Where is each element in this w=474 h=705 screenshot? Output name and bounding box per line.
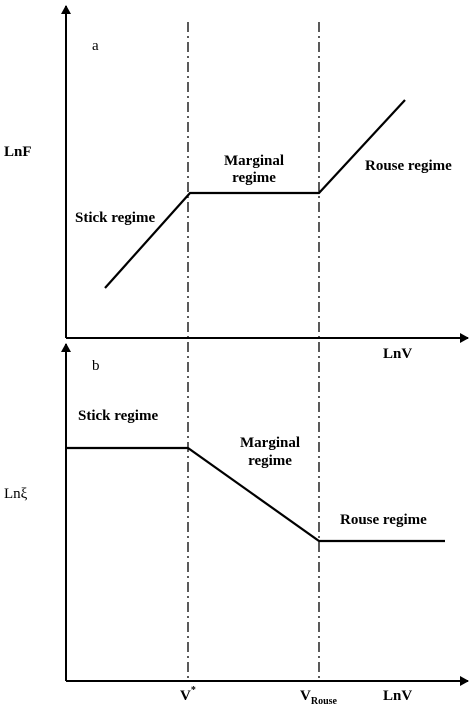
v-rouse-subscript: Rouse xyxy=(311,696,338,705)
panel-a-label: a xyxy=(92,38,99,54)
panel-b-x-label: LnV xyxy=(383,688,412,704)
panel-a-marginal-label-1: Marginal xyxy=(224,153,284,169)
panel-b-y-label: Lnξ xyxy=(4,486,28,502)
panel-a-curve xyxy=(104,99,406,289)
panel-b-curve xyxy=(66,446,445,543)
panel-b-marginal-label-2: regime xyxy=(248,453,292,469)
panel-b-rouse-label: Rouse regime xyxy=(340,512,427,528)
panel-a-rouse-label: Rouse regime xyxy=(365,158,452,174)
panel-a-stick-label: Stick regime xyxy=(75,210,155,226)
v-rouse-base: V xyxy=(300,688,311,704)
v-rouse-tick-label: VRouse xyxy=(300,688,338,705)
panel-a-x-label: LnV xyxy=(383,346,412,362)
v-star-tick-label: V* xyxy=(180,685,196,704)
panel-b-marginal-label-1: Marginal xyxy=(240,435,300,451)
v-star-base: V xyxy=(180,688,191,704)
panel-a-y-label: LnF xyxy=(4,144,32,160)
panel-a-marginal-label-2: regime xyxy=(232,170,276,186)
panel-b-label: b xyxy=(92,358,100,374)
v-star-superscript: * xyxy=(191,685,196,696)
panel-b-stick-label: Stick regime xyxy=(78,408,158,424)
